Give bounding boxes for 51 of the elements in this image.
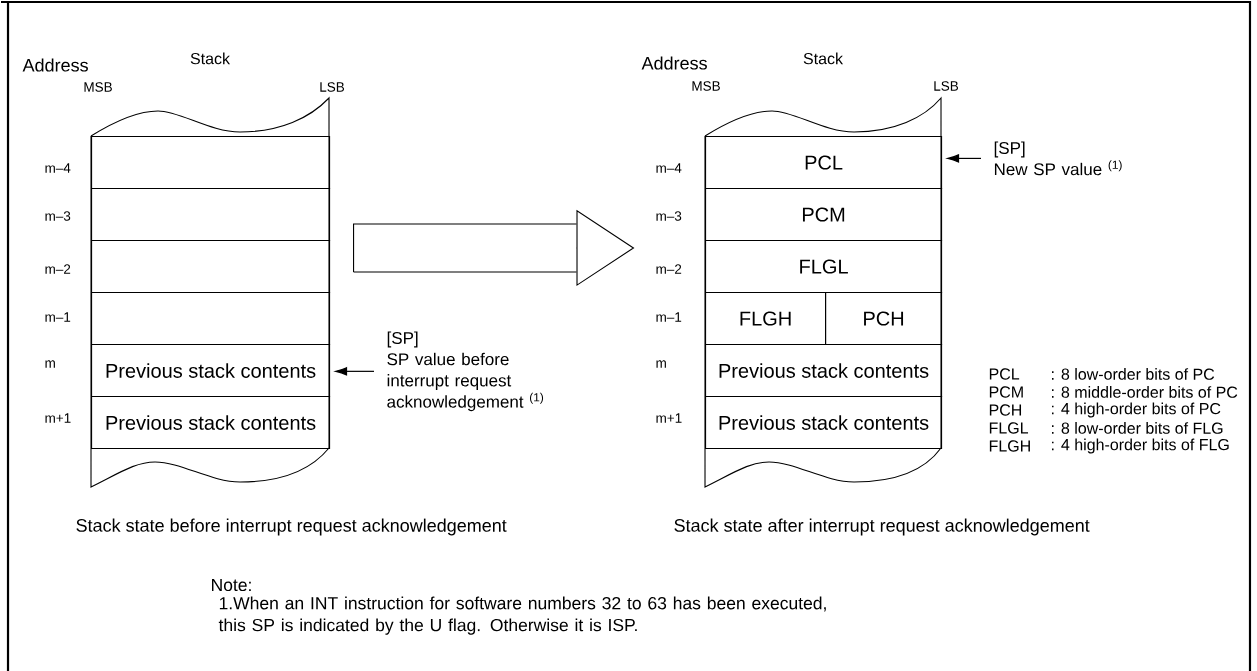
stack-cell: Previous stack contents xyxy=(91,396,331,450)
caption: Stack state before interrupt request acknowledgement xyxy=(76,518,507,536)
bit-label: MSB xyxy=(84,82,112,92)
address-label: m–3 xyxy=(45,211,71,221)
definition-text: : 4 high-order bits of PC xyxy=(1052,402,1221,418)
bit-label: LSB xyxy=(320,82,345,92)
address-label: m–2 xyxy=(45,264,71,274)
stack-heading: Stack xyxy=(803,52,844,65)
stack-cell xyxy=(91,240,331,294)
address-label: m–4 xyxy=(45,163,71,173)
note-text: 1.When an INT instruction for software numbers 32 to 63 has been executed, this SP is indicated by the U flag. Otherwise it is ISP. xyxy=(218,596,826,635)
abbreviation: PCL xyxy=(989,368,1020,380)
abbreviation: PCM xyxy=(989,386,1023,398)
stack-cell: FLGH xyxy=(705,292,827,346)
address-label: m+1 xyxy=(656,413,682,423)
stack-cell: Previous stack contents xyxy=(91,344,331,398)
stack-cell xyxy=(91,136,331,190)
stack-cell: PCH xyxy=(825,292,943,346)
address-label: m+1 xyxy=(45,413,71,423)
arrow xyxy=(947,154,982,163)
address-heading: Address xyxy=(641,56,707,70)
address-label: m xyxy=(45,360,55,368)
stack-cell: PCM xyxy=(705,188,943,242)
address-label: m–3 xyxy=(656,211,682,221)
definition-text: : 8 low-order bits of PC xyxy=(1052,368,1215,380)
bit-label: MSB xyxy=(692,81,720,91)
abbreviation: FLGH xyxy=(989,440,1030,452)
definition-text: : 8 low-order bits of FLG xyxy=(1052,422,1223,434)
bit-label: LSB xyxy=(934,81,959,91)
abbreviation: FLGL xyxy=(989,422,1029,434)
address-label: m–1 xyxy=(656,312,682,322)
stack-cell: Previous stack contents xyxy=(705,344,943,398)
pointer-text: [SP] SP value before interrupt request acknowledgement $^{(1)}$ xyxy=(387,331,544,412)
address-label: m–1 xyxy=(45,312,71,322)
stack-cell xyxy=(91,188,331,242)
definition-text: : 8 middle-order bits of PC xyxy=(1052,386,1238,398)
stack-cell xyxy=(91,292,331,346)
pointer-text: [SP] New SP value $^{(1)}$ xyxy=(994,141,1122,176)
abbreviation: PCH xyxy=(989,404,1021,416)
caption: Stack state after interrupt request acknowledgement xyxy=(674,518,1090,536)
stack-heading: Stack xyxy=(190,52,231,65)
stack-cell: PCL xyxy=(705,136,943,190)
address-label: m–4 xyxy=(656,163,682,173)
address-label: m–2 xyxy=(656,264,682,274)
stack-cell: Previous stack contents xyxy=(705,396,943,450)
address-label: m xyxy=(656,360,666,368)
note-heading: Note: xyxy=(212,578,251,592)
stack-cell: FLGL xyxy=(705,240,943,294)
address-heading: Address xyxy=(22,58,88,72)
definition-text: : 4 high-order bits of FLG xyxy=(1052,438,1229,454)
arrow xyxy=(335,367,375,376)
